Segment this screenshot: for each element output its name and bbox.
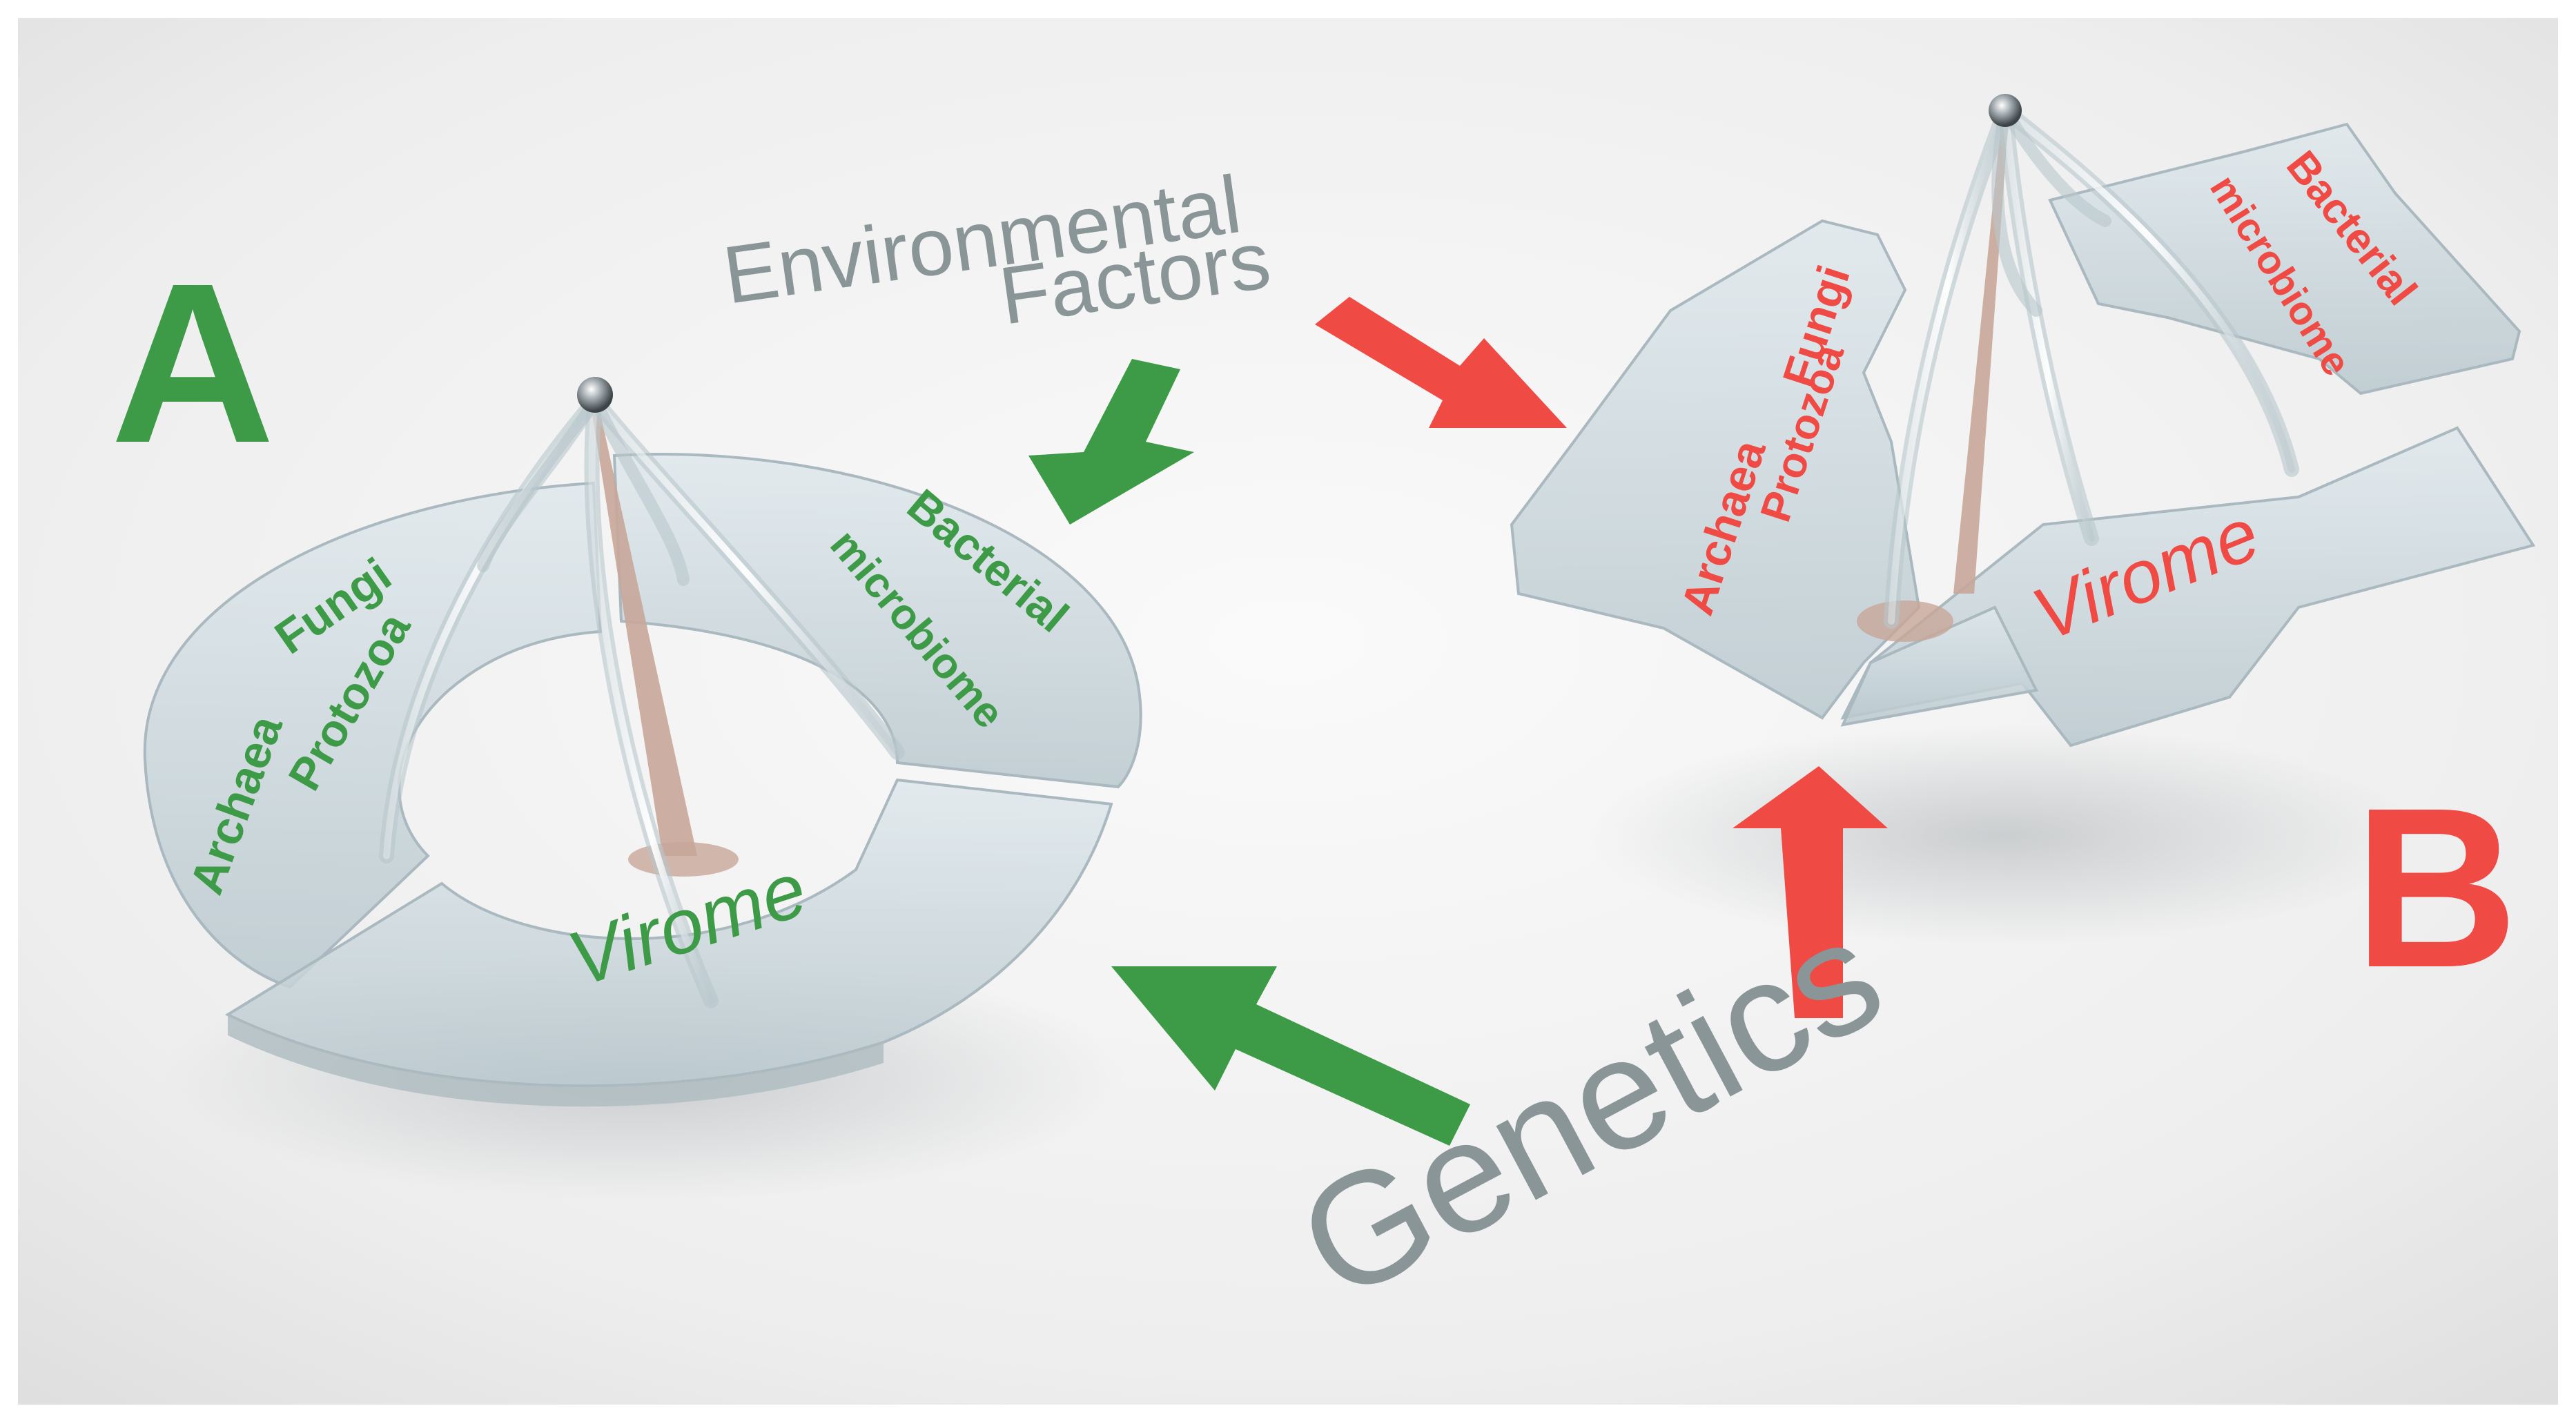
panel-a-plate-edge	[228, 1015, 884, 1107]
panel-a-plate-archaea	[143, 481, 603, 989]
panel-b-shadow	[1588, 725, 2416, 946]
panel-b-plate-fragment	[1840, 605, 2038, 727]
panel-a-letter: A	[110, 235, 275, 490]
env-to-a-arrow	[1028, 359, 1194, 525]
panel-b-plate-bacterial	[2048, 122, 2521, 395]
panel-a-glass-arcs	[379, 393, 905, 1008]
genetics-to-b-arrow	[1733, 766, 1888, 1018]
panel-b-rod-base	[1857, 600, 1953, 642]
panel-b-model: Archaea Fungi Protozoa Bacterial microbi…	[1510, 94, 2536, 946]
panel-a-plate-virome	[224, 778, 1113, 1088]
panel-b-letter: B	[2354, 760, 2518, 1015]
env-to-b-arrow	[1315, 297, 1567, 428]
panel-b-center-rod	[1953, 117, 2009, 594]
panel-a-model: Archaea Fungi Protozoa Bacterial microbi…	[143, 377, 1142, 1201]
panel-b-top-knob	[1989, 94, 2022, 127]
panel-a-center-rod	[592, 414, 697, 856]
panel-a-top-knob	[577, 377, 613, 413]
genetics-to-a-arrow	[1111, 966, 1470, 1146]
panel-b-glass-arcs	[1884, 103, 2299, 629]
